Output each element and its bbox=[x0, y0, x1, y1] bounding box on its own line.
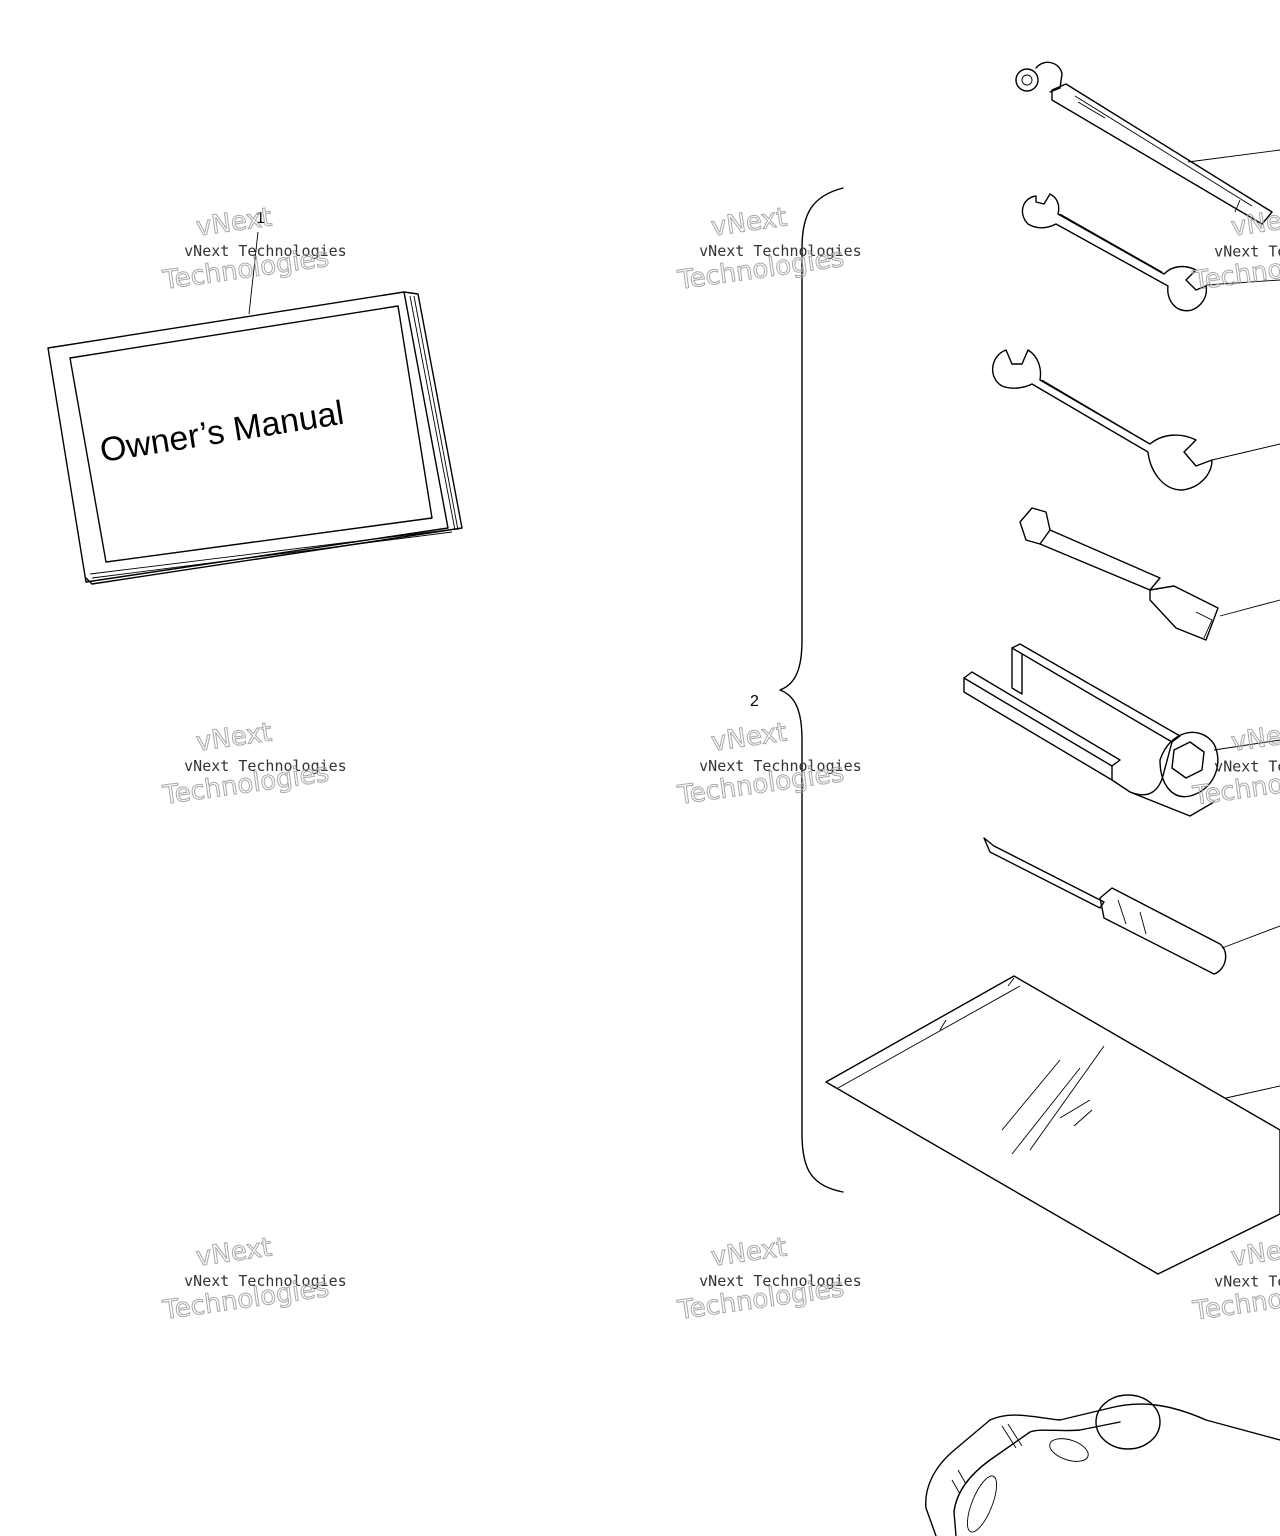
callout-1: 1 bbox=[256, 210, 265, 227]
watermark: vNext vNext Technologies Technologies bbox=[675, 202, 862, 297]
svg-text:vNext: vNext bbox=[194, 1233, 273, 1273]
manual-cover-text: Owner’s Manual bbox=[97, 394, 346, 470]
watermark: vNext vNext Technologies Technologies bbox=[675, 717, 862, 812]
wrench-8-10 bbox=[1021, 193, 1280, 312]
svg-text:vNext: vNext bbox=[194, 718, 273, 758]
screwdriver bbox=[983, 837, 1280, 975]
watermarks: vNext vNext Technologies Technologies vN… bbox=[160, 202, 1280, 1327]
owners-manual: Owner’s Manual bbox=[47, 291, 463, 585]
tool-bag bbox=[825, 975, 1280, 1275]
svg-text:vNext: vNext bbox=[709, 718, 788, 758]
callout-1-leader bbox=[248, 231, 259, 315]
svg-text:vNext Technologies: vNext Technologies bbox=[184, 757, 347, 775]
wrench-12-14 bbox=[992, 349, 1280, 491]
tire-pressure-gauge bbox=[1015, 61, 1280, 225]
svg-text:vNext: vNext bbox=[1229, 1233, 1280, 1273]
spanner-tool bbox=[963, 643, 1280, 817]
callout-2: 2 bbox=[750, 693, 759, 710]
watermark: vNext vNext Technologies Technologies bbox=[160, 1232, 347, 1327]
svg-text:vNext Technologies: vNext Technologies bbox=[184, 242, 347, 260]
watermark: vNext vNext Technologies Technologies bbox=[1190, 717, 1280, 812]
bracket bbox=[925, 1394, 1280, 1536]
svg-text:vNext Technologies: vNext Technologies bbox=[1214, 758, 1280, 776]
watermark: vNext vNext Technologies Technologies bbox=[675, 1232, 862, 1327]
svg-text:vNext Technologies: vNext Technologies bbox=[699, 1272, 862, 1290]
watermark: vNext vNext Technologies Technologies bbox=[1190, 1232, 1280, 1327]
svg-text:vNext Technologies: vNext Technologies bbox=[1214, 1273, 1280, 1291]
svg-text:vNext: vNext bbox=[194, 203, 273, 243]
svg-text:vNext: vNext bbox=[1229, 718, 1280, 758]
svg-text:vNext Technologies: vNext Technologies bbox=[699, 757, 862, 775]
watermark: vNext vNext Technologies Technologies bbox=[1190, 202, 1280, 297]
svg-text:vNext Technologies: vNext Technologies bbox=[699, 242, 862, 260]
svg-text:vNext: vNext bbox=[709, 203, 788, 243]
svg-text:vNext Technologies: vNext Technologies bbox=[184, 1272, 347, 1290]
watermark: vNext vNext Technologies Technologies bbox=[160, 717, 347, 812]
watermark: vNext vNext Technologies Technologies bbox=[160, 202, 347, 297]
callout-2-brace bbox=[779, 187, 844, 1193]
spark-plug-socket bbox=[1019, 507, 1280, 641]
svg-text:vNext: vNext bbox=[709, 1233, 788, 1273]
svg-text:vNext Technologies: vNext Technologies bbox=[1214, 243, 1280, 261]
